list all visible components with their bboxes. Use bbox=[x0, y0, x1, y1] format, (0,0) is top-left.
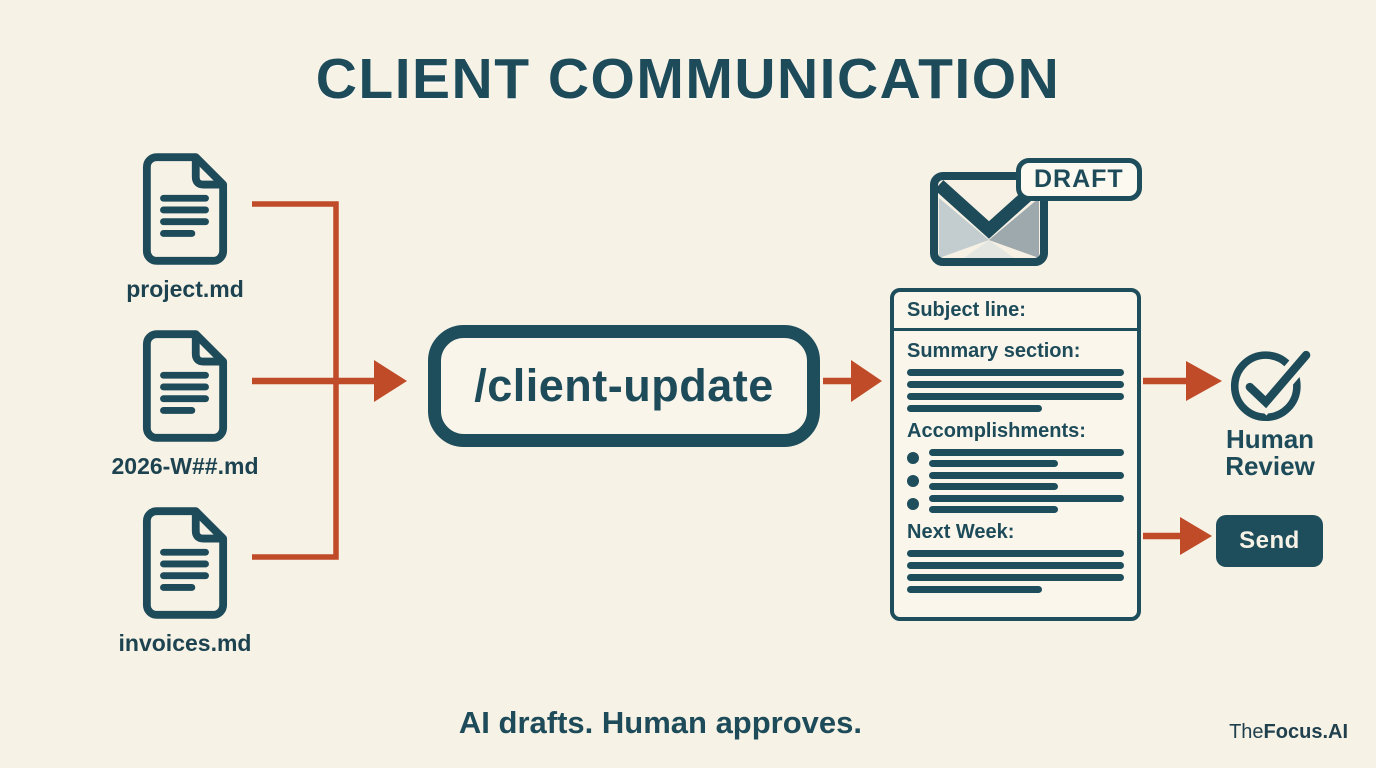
check-circle-icon bbox=[1230, 345, 1312, 422]
redacted-line bbox=[907, 369, 1124, 376]
redacted-line bbox=[907, 550, 1124, 557]
bullet-item bbox=[907, 495, 1124, 513]
redacted-line bbox=[907, 574, 1124, 581]
bullet-dot bbox=[907, 452, 919, 464]
source-file-invoices bbox=[141, 504, 229, 622]
send-button-label: Send bbox=[1239, 527, 1300, 554]
brand-logo: TheFocus.AI bbox=[1229, 721, 1348, 744]
email-section-accomplishments: Accomplishments: bbox=[907, 420, 1124, 513]
email-draft-envelope bbox=[930, 172, 1048, 266]
arrow-into-review-icon bbox=[1186, 361, 1222, 401]
redacted-line bbox=[929, 483, 1058, 490]
redacted-line bbox=[907, 405, 1042, 412]
document-icon bbox=[142, 507, 228, 619]
source-file-weekly bbox=[141, 327, 229, 445]
arrow-into-send-icon bbox=[1180, 517, 1212, 555]
email-draft-preview: Subject line: Summary section: Accomplis… bbox=[890, 288, 1141, 621]
brand-suffix: Focus.AI bbox=[1263, 721, 1348, 743]
email-body: Summary section: Accomplishments: bbox=[894, 331, 1137, 617]
summary-heading: Summary section: bbox=[907, 340, 1081, 362]
redacted-line bbox=[907, 562, 1124, 569]
redacted-line bbox=[929, 495, 1124, 502]
accomplishments-heading: Accomplishments: bbox=[907, 420, 1086, 442]
document-icon bbox=[142, 153, 228, 265]
redacted-line bbox=[929, 449, 1124, 456]
next-week-heading: Next Week: bbox=[907, 521, 1015, 543]
draft-badge-label: DRAFT bbox=[1034, 165, 1124, 193]
bullet-item bbox=[907, 449, 1124, 467]
draft-badge: DRAFT bbox=[1016, 158, 1142, 201]
brand-prefix: The bbox=[1229, 721, 1264, 743]
redacted-line bbox=[929, 460, 1058, 467]
document-icon bbox=[142, 330, 228, 442]
human-review-line1: Human bbox=[1225, 424, 1315, 454]
arrow-into-email-icon bbox=[851, 360, 882, 402]
email-section-next-week: Next Week: bbox=[907, 521, 1124, 593]
envelope-icon bbox=[930, 172, 1048, 266]
redacted-line bbox=[907, 381, 1124, 388]
human-review-line2: Review bbox=[1225, 450, 1315, 481]
source-label-invoices: invoices.md bbox=[118, 630, 252, 656]
human-review-step bbox=[1228, 340, 1312, 424]
human-review-label: Human Review bbox=[1198, 426, 1342, 479]
client-update-command: /client-update bbox=[428, 325, 820, 447]
redacted-line bbox=[929, 506, 1058, 513]
arrow-into-command-icon bbox=[374, 360, 407, 402]
command-label: /client-update bbox=[474, 360, 774, 411]
redacted-line bbox=[907, 586, 1042, 593]
page-title: CLIENT COMMUNICATION bbox=[315, 47, 1061, 111]
email-subject-label: Subject line: bbox=[894, 292, 1137, 331]
redacted-line bbox=[929, 472, 1124, 479]
source-label-weekly: 2026-W##.md bbox=[111, 453, 259, 479]
bullet-dot bbox=[907, 475, 919, 487]
tagline: AI drafts. Human approves. bbox=[458, 705, 863, 740]
source-file-project bbox=[141, 150, 229, 268]
redacted-line bbox=[907, 393, 1124, 400]
email-section-summary: Summary section: bbox=[907, 340, 1124, 412]
bullet-item bbox=[907, 472, 1124, 490]
send-button: Send bbox=[1216, 515, 1323, 567]
source-label-project: project.md bbox=[126, 276, 244, 302]
bullet-dot bbox=[907, 498, 919, 510]
